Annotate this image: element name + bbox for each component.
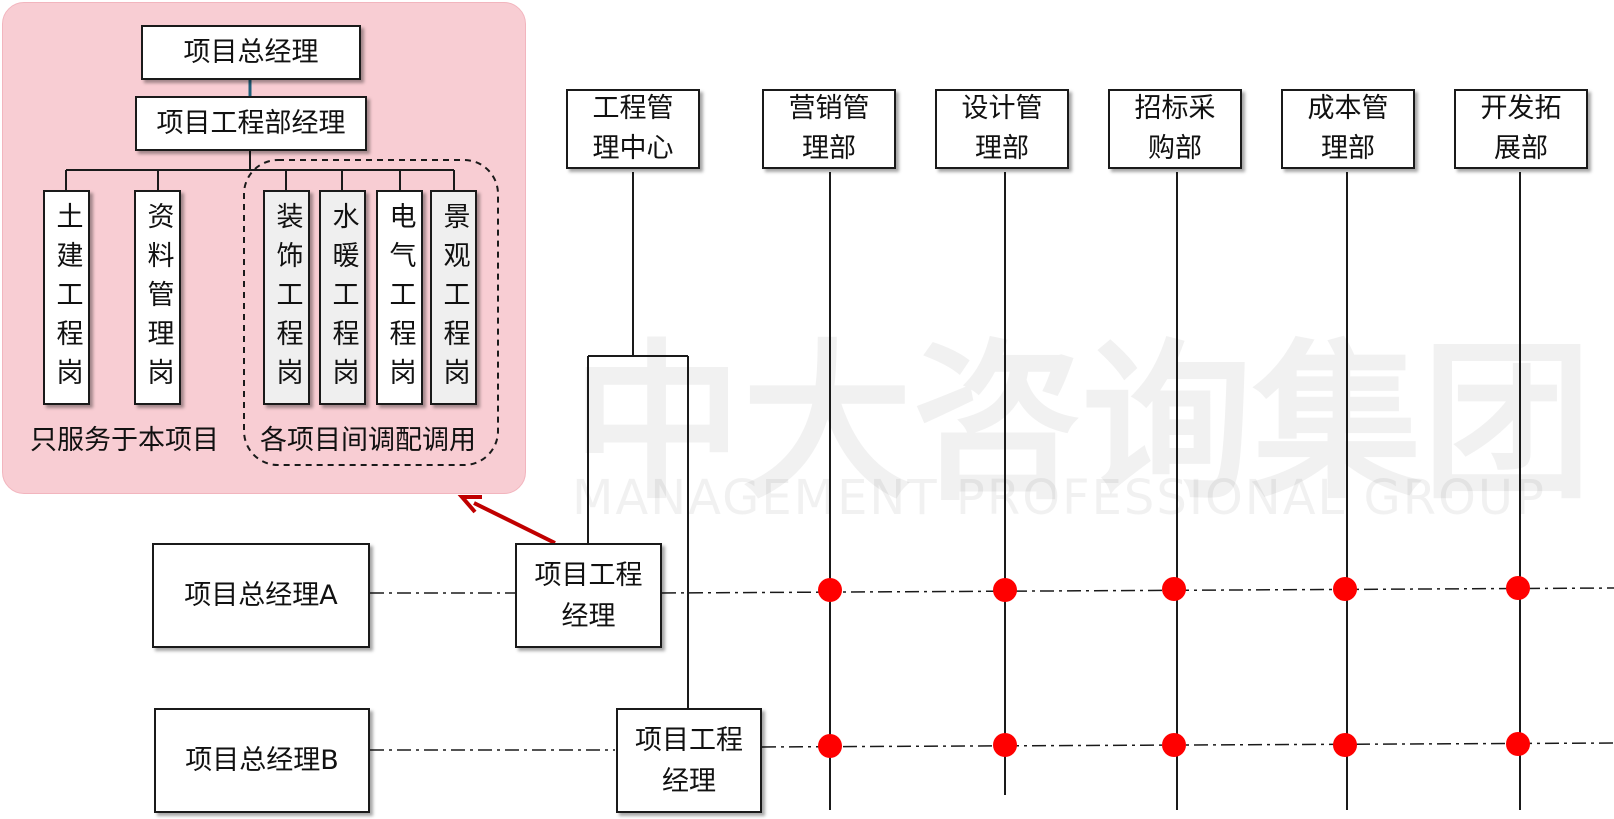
dept-engineering-center: 工程管 理中心: [566, 89, 700, 169]
top-manager-label: 项目总经理: [183, 36, 319, 68]
project-gm-b-label: 项目总经理B: [185, 744, 339, 776]
position-decoration-label: 装饰工程岗: [271, 202, 303, 397]
dept-development-line2: 展部: [1494, 133, 1548, 164]
dept-design: 设计管 理部: [935, 89, 1069, 169]
node-a-design: [993, 578, 1017, 602]
dept-engineering-center-line1: 工程管: [592, 93, 674, 124]
position-electrical: 电气工程岗: [376, 190, 423, 405]
node-a-development: [1506, 576, 1530, 600]
project-pm-a-line2: 经理: [561, 600, 616, 632]
position-records: 资料管理岗: [134, 190, 181, 405]
project-pm-b-line1: 项目工程: [635, 724, 743, 756]
dedicated-label: 只服务于本项目: [30, 425, 219, 456]
node-b-procurement: [1162, 733, 1186, 757]
project-pm-b: 项目工程 经理: [616, 708, 762, 813]
node-b-cost: [1333, 733, 1357, 757]
dept-development: 开发拓 展部: [1454, 89, 1588, 169]
position-civil: 土建工程岗: [43, 190, 90, 405]
dept-cost-line2: 理部: [1321, 133, 1375, 164]
node-b-marketing: [818, 734, 842, 758]
node-a-cost: [1333, 577, 1357, 601]
project-pm-a-line1: 项目工程: [534, 559, 643, 591]
project-pm-b-line2: 经理: [662, 765, 716, 797]
node-b-development: [1506, 732, 1530, 756]
position-landscape: 景观工程岗: [430, 190, 477, 405]
project-pm-a: 项目工程 经理: [515, 543, 662, 648]
node-a-marketing: [818, 578, 842, 602]
dept-marketing: 营销管 理部: [762, 89, 896, 169]
project-gm-b: 项目总经理B: [154, 708, 370, 813]
node-a-procurement: [1162, 577, 1186, 601]
dept-procurement-line2: 购部: [1148, 133, 1202, 164]
dept-design-line1: 设计管: [961, 93, 1043, 124]
dept-design-line2: 理部: [975, 133, 1029, 164]
top-manager-box: 项目总经理: [141, 25, 361, 80]
project-gm-a-label: 项目总经理A: [184, 579, 338, 611]
dept-engineering-center-line2: 理中心: [592, 133, 674, 164]
shared-label: 各项目间调配调用: [260, 425, 476, 456]
dept-development-line1: 开发拓: [1480, 93, 1562, 124]
dept-marketing-line2: 理部: [802, 133, 856, 164]
dept-cost: 成本管 理部: [1281, 89, 1415, 169]
dept-manager-box: 项目工程部经理: [135, 96, 367, 151]
position-electrical-label: 电气工程岗: [384, 202, 416, 397]
position-decoration: 装饰工程岗: [263, 190, 310, 405]
position-plumbing: 水暖工程岗: [319, 190, 366, 405]
position-records-label: 资料管理岗: [142, 202, 174, 397]
dept-manager-label: 项目工程部经理: [156, 107, 346, 139]
node-b-design: [993, 733, 1017, 757]
position-landscape-label: 景观工程岗: [438, 202, 470, 397]
position-civil-label: 土建工程岗: [51, 202, 83, 397]
position-plumbing-label: 水暖工程岗: [327, 202, 359, 397]
dept-procurement: 招标采 购部: [1108, 89, 1242, 169]
project-gm-a: 项目总经理A: [152, 543, 370, 648]
dept-marketing-line1: 营销管: [788, 93, 870, 124]
dept-cost-line1: 成本管: [1307, 93, 1389, 124]
dept-procurement-line1: 招标采: [1134, 93, 1216, 124]
